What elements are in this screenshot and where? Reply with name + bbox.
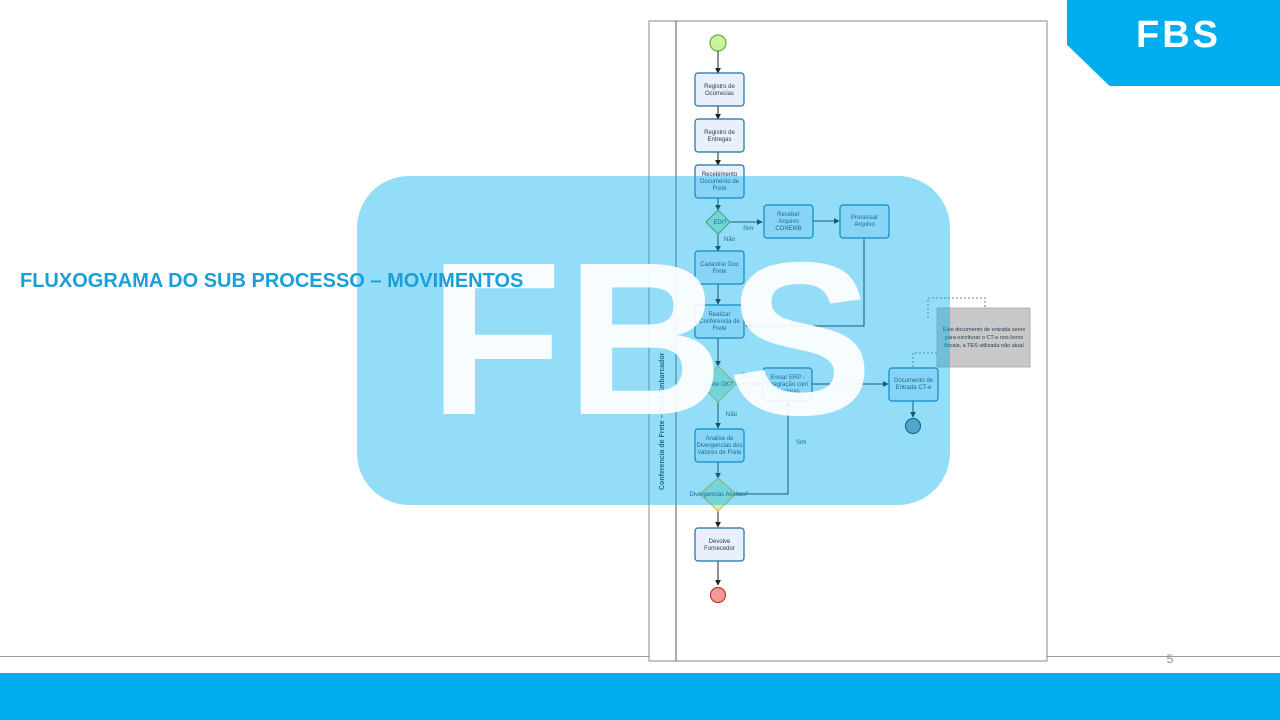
logo: FBS [1136,14,1221,56]
decision-edi: EDI? [705,209,731,235]
label-frete-nao: Não [726,412,738,418]
lane-label: Conferencia de Frete – Frete Embarcador [659,352,666,490]
decision-frete-ok: Frete OK? [699,365,737,403]
edge-divergencias-enviar [736,400,791,495]
label-edi-nao: Não [724,237,736,243]
svg-text:Frete OK?: Frete OK? [705,382,733,388]
footer-bar [0,673,1280,720]
decision-divergencias: Divergencias Aceitas? [689,477,749,512]
page-title: FLUXOGRAMA DO SUB PROCESSO – MOVIMENTOS [20,270,524,292]
logo-tab [1067,0,1280,86]
label-edi-sim: Sim [743,226,753,232]
note-association [912,352,940,367]
end-event-integrated [904,417,922,435]
svg-text:Divergencias Aceitas?: Divergencias Aceitas? [689,492,749,498]
note-bracket [927,297,986,318]
end-event-devolve [709,586,727,604]
footer-divider [0,656,1280,657]
label-divergencias-sim: Sim [796,440,806,446]
edge-processar-realizar [745,238,865,329]
svg-text:EDI?: EDI? [713,220,727,226]
label-frete-sim: Sim [741,373,751,379]
start-event [709,34,727,52]
page-number: 5 [1166,652,1174,666]
